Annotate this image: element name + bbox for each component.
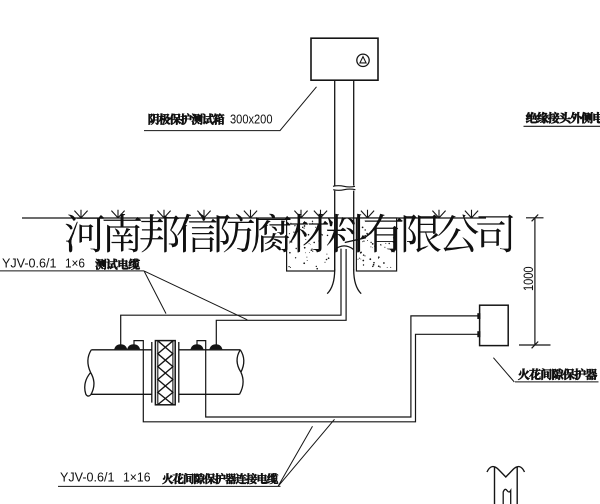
svg-text:1000: 1000	[521, 266, 536, 291]
svg-text:1×16: 1×16	[123, 470, 151, 485]
svg-text:YJV-0.6/1: YJV-0.6/1	[60, 470, 115, 485]
svg-text:YJV-0.6/1: YJV-0.6/1	[2, 256, 57, 271]
svg-text:1×6: 1×6	[65, 256, 85, 271]
svg-text:300x200: 300x200	[230, 112, 273, 127]
